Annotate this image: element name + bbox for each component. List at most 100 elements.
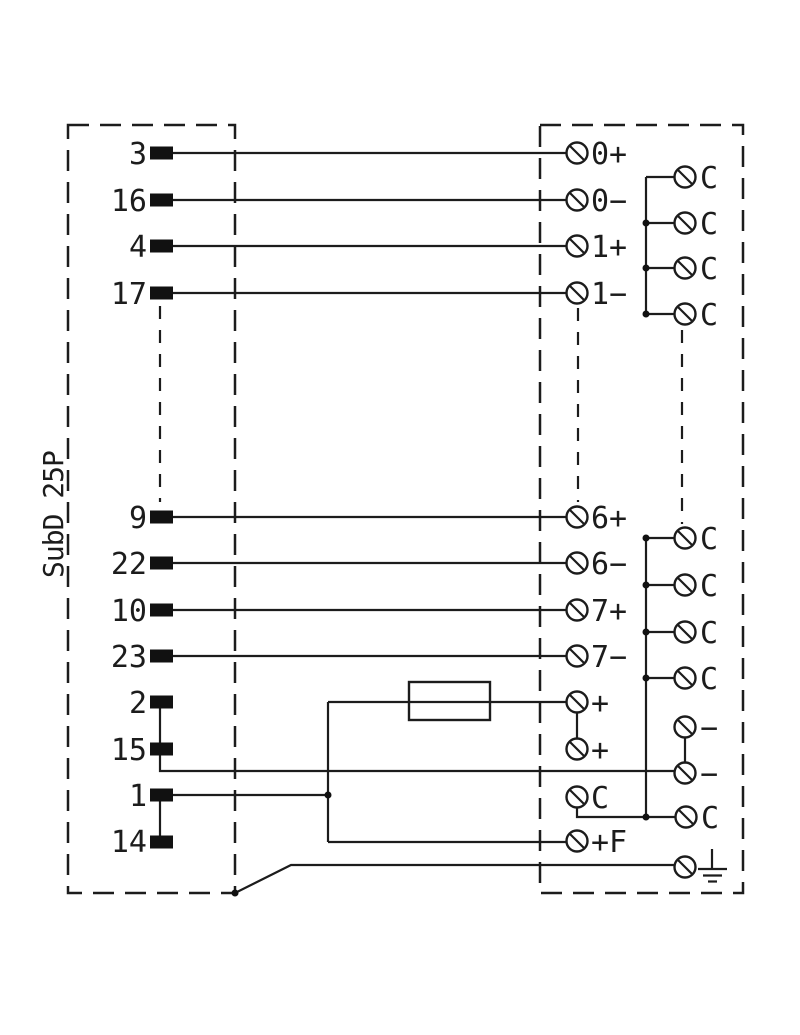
pin-number: 10 <box>111 594 147 629</box>
pin-contact <box>150 835 173 849</box>
junction-dot <box>642 264 650 272</box>
pin-14: 14 <box>111 825 173 860</box>
screw-terminal-icon <box>673 715 697 739</box>
pin-contact <box>150 239 173 253</box>
screw-slash <box>676 669 694 687</box>
terminal-label: 0+ <box>591 137 627 172</box>
pin-15: 15 <box>111 733 173 768</box>
terminal-c-mid: C <box>565 781 609 816</box>
terminal-0-minus: 0− <box>565 184 627 219</box>
terminal-6-plus: 6+ <box>565 501 627 536</box>
terminal-7-minus: 7− <box>565 640 627 675</box>
terminal-label: 6− <box>591 547 627 582</box>
terminal-0-plus: 0+ <box>565 137 627 172</box>
terminal-minus-2: − <box>673 757 718 792</box>
junction-dot <box>231 889 239 897</box>
pin-16: 16 <box>111 184 173 219</box>
pin-contact <box>150 286 173 300</box>
terminal-minus-1: − <box>673 711 718 746</box>
terminal-label: − <box>700 757 718 792</box>
screw-slash <box>676 576 694 594</box>
pin-23: 23 <box>111 640 173 675</box>
screw-terminal-icon <box>565 737 589 761</box>
common-terminal-top-2: C <box>673 207 718 242</box>
screw-slash <box>676 718 694 736</box>
screw-slash <box>676 214 694 232</box>
subd-connector-box <box>66 123 237 895</box>
screw-slash <box>568 508 586 526</box>
screw-slash <box>568 788 586 806</box>
pin-contact <box>150 146 173 160</box>
screw-slash <box>568 554 586 572</box>
common-terminal-bottom-3: C <box>673 616 718 651</box>
terminal-label: 6+ <box>591 501 627 536</box>
screw-slash <box>568 144 586 162</box>
screw-terminal-icon <box>565 690 589 714</box>
terminal-label: 1+ <box>591 230 627 265</box>
terminal-label: 7− <box>591 640 627 675</box>
junction-dot <box>642 534 650 542</box>
screw-slash <box>676 168 694 186</box>
pin-contact <box>150 742 173 756</box>
junction-dot <box>642 219 650 227</box>
screw-terminal-icon <box>565 281 589 305</box>
pin-22: 22 <box>111 547 173 582</box>
screw-terminal-icon <box>673 165 697 189</box>
screw-slash <box>568 693 586 711</box>
terminal-6-minus: 6− <box>565 547 627 582</box>
pin-contact <box>150 695 173 709</box>
common-terminal-top-4: C <box>673 298 718 333</box>
terminal-1-minus: 1− <box>565 277 627 312</box>
pin-number: 14 <box>111 825 147 860</box>
screw-slash <box>568 601 586 619</box>
terminal-label: C <box>700 252 718 287</box>
pin-contact <box>150 556 173 570</box>
screw-terminal-icon <box>673 211 697 235</box>
junction-dot <box>642 813 650 821</box>
common-terminal-bottom-1: C <box>673 522 718 557</box>
pin-2: 2 <box>129 686 173 721</box>
screw-slash <box>676 259 694 277</box>
pin-number: 22 <box>111 547 147 582</box>
screw-terminal-icon <box>673 573 697 597</box>
terminal-plus-1: + <box>565 686 609 721</box>
pin-9: 9 <box>129 501 173 536</box>
junction-dot <box>642 310 650 318</box>
fuse-symbol <box>407 680 492 722</box>
terminal-label: + <box>591 733 609 768</box>
screw-slash <box>676 858 694 876</box>
screw-terminal-icon <box>565 141 589 165</box>
screw-slash <box>676 305 694 323</box>
common-terminal-single: C <box>674 801 719 836</box>
screw-terminal-icon <box>673 620 697 644</box>
terminal-label: C <box>700 161 718 196</box>
wire-shield-to-earth <box>234 863 674 894</box>
screw-terminal-icon <box>565 505 589 529</box>
pin-number: 2 <box>129 686 147 721</box>
terminal-label: C <box>700 616 718 651</box>
screw-slash <box>568 237 586 255</box>
screw-terminal-icon <box>673 666 697 690</box>
pin-1: 1 <box>129 779 173 814</box>
pin-number: 1 <box>129 779 147 814</box>
screw-terminal-icon <box>673 302 697 326</box>
screw-slash <box>676 764 694 782</box>
screw-terminal-icon <box>565 829 589 853</box>
screw-slash <box>568 191 586 209</box>
pin-contact <box>150 788 173 802</box>
screw-terminal-icon <box>565 598 589 622</box>
junction-dot <box>324 791 332 799</box>
screw-terminal-icon <box>673 761 697 785</box>
terminal-earth <box>673 849 727 883</box>
pin-contact <box>150 603 173 617</box>
connector-label: SubD 25P <box>37 451 70 578</box>
terminal-block-box <box>538 123 745 895</box>
terminal-label: C <box>700 298 718 333</box>
screw-terminal-icon <box>565 644 589 668</box>
terminal-plus-2: + <box>565 733 609 768</box>
terminal-label: C <box>700 207 718 242</box>
pin-number: 3 <box>129 137 147 172</box>
pin-number: 15 <box>111 733 147 768</box>
